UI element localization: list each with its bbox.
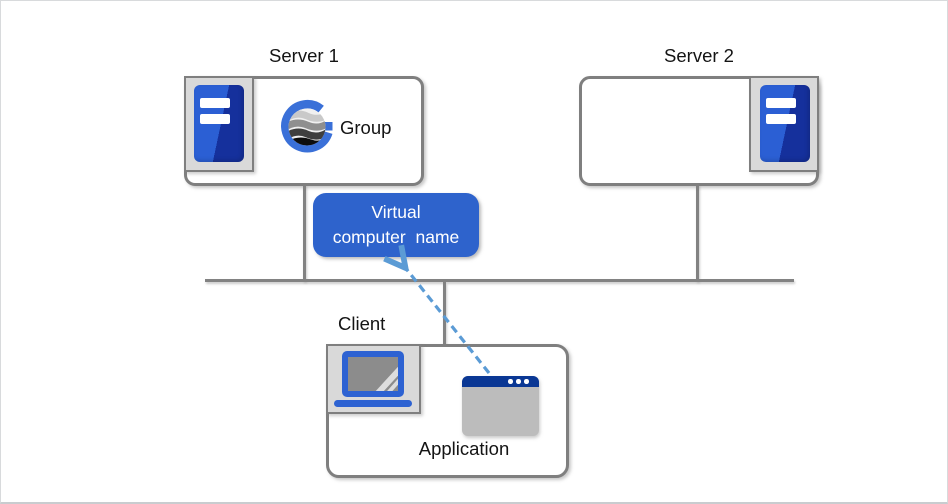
server2-server-icon — [749, 76, 819, 172]
server-tower-icon — [194, 85, 244, 162]
client-laptop-panel — [326, 344, 421, 414]
virtual-name-line2: computer name — [332, 227, 460, 247]
client-label: Client — [338, 313, 386, 334]
server1-server-icon — [184, 76, 254, 172]
network-bus-line — [205, 279, 794, 282]
group-logo-icon — [281, 99, 333, 153]
app-window-titlebar — [462, 376, 539, 387]
server-tower-icon — [760, 85, 810, 162]
server2-connector-line — [696, 184, 699, 281]
client-connector-line — [443, 282, 446, 345]
app-window-icon — [462, 376, 539, 436]
application-label: Application — [418, 438, 510, 459]
server1-label: Server 1 — [269, 45, 339, 66]
virtual-name-line1: Virtual — [371, 202, 421, 222]
group-label: Group — [340, 117, 392, 138]
server1-connector-line — [303, 184, 306, 281]
server2-label: Server 2 — [664, 45, 734, 66]
laptop-icon — [334, 351, 412, 407]
virtual-computer-name-badge: Virtual computer name — [313, 193, 479, 257]
